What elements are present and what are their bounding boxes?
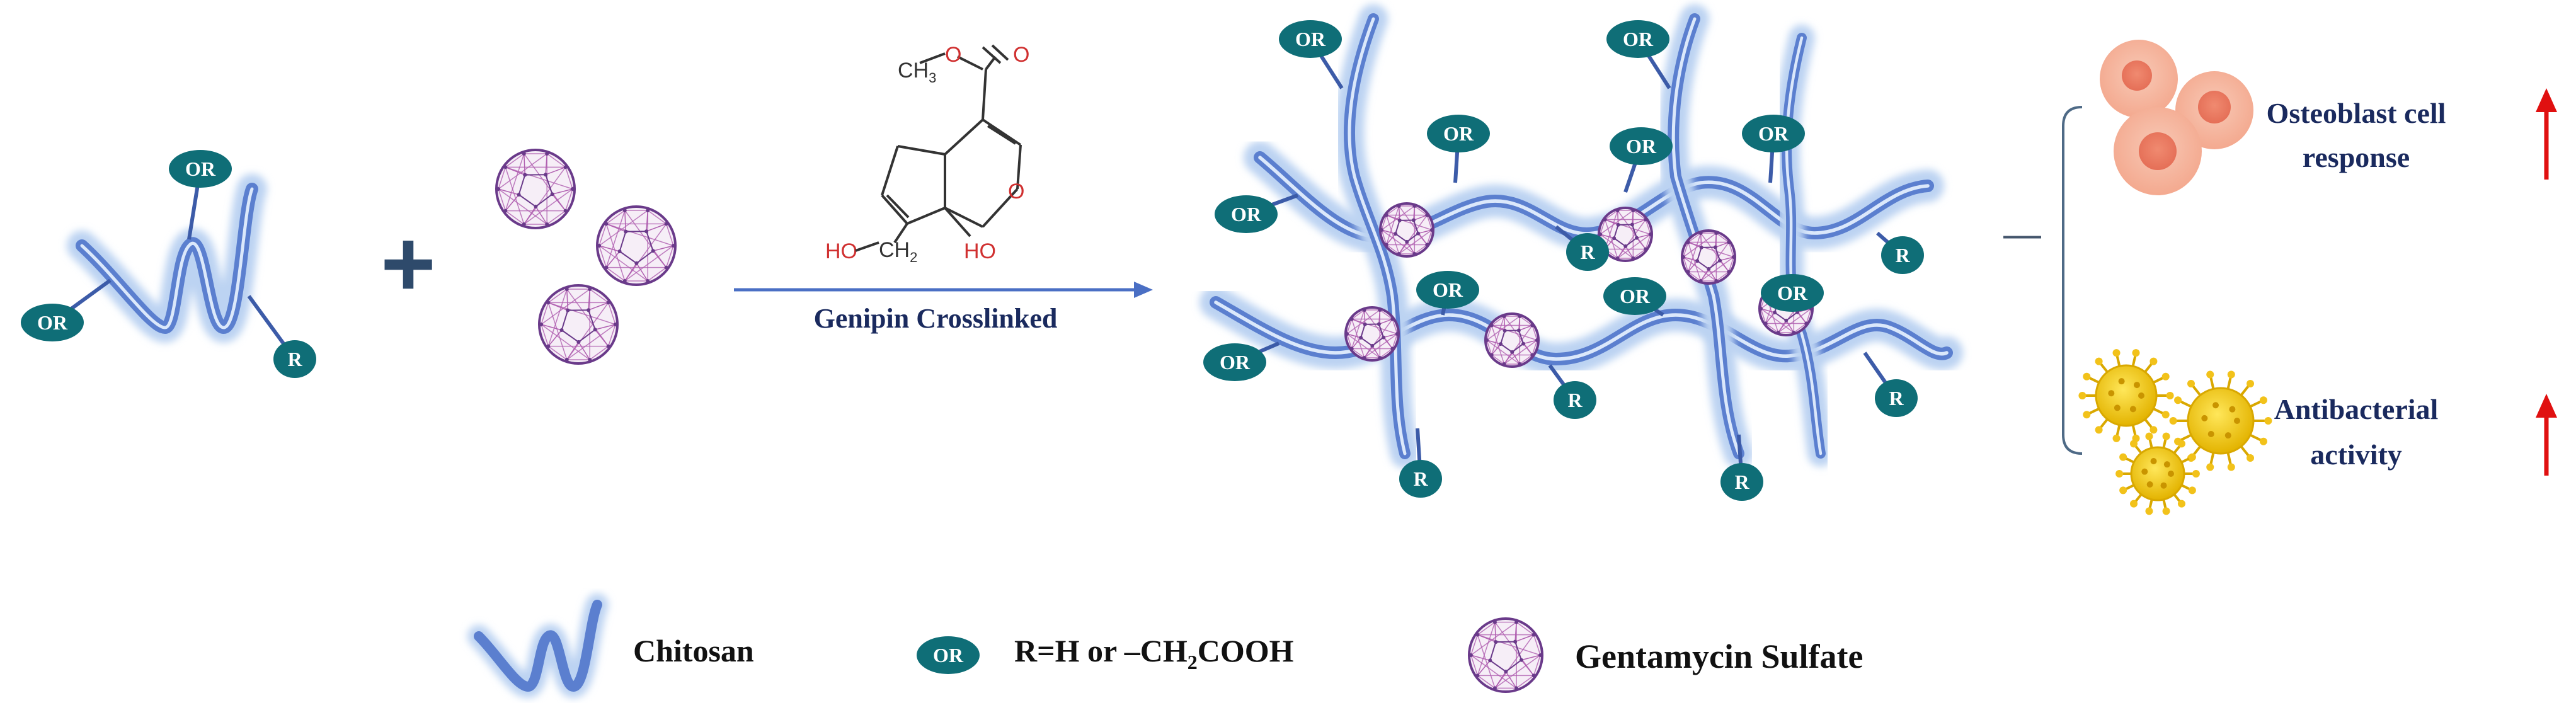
genipin-structure xyxy=(881,44,1022,244)
network-gentamycin-spheres xyxy=(1344,202,1814,368)
bacterium xyxy=(2115,432,2200,515)
legend-r-definition: R=H or –CH2COOH xyxy=(1014,633,1294,673)
or-group-badge: OR xyxy=(21,278,112,341)
genipin-ho-bottom: HO xyxy=(964,239,996,263)
gentamycin-sphere xyxy=(1344,306,1400,362)
osteoblast-label-line2: response xyxy=(2303,141,2410,173)
group-label: OR xyxy=(1777,282,1808,304)
group-label: OR xyxy=(1231,203,1262,226)
group-label: R xyxy=(1889,387,1904,409)
r-group-badge: R xyxy=(1555,225,1609,271)
group-label: R xyxy=(1413,467,1428,490)
antibacterial-label-line1: Antibacterial xyxy=(2274,393,2439,425)
genipin-ring-oxygen: O xyxy=(1008,180,1024,203)
group-label: OR xyxy=(1220,351,1251,374)
group-label: R xyxy=(1895,244,1910,266)
r-group-badge: R xyxy=(247,295,316,378)
plus-sign: + xyxy=(381,210,436,316)
gentamycin-sphere xyxy=(1598,207,1653,262)
bacterium xyxy=(2169,370,2272,471)
network-substituents: OR OR OR OR OR OR R R OR OR OR OR R R R R xyxy=(1203,20,1924,501)
reaction-label: Genipin Crosslinked xyxy=(814,303,1058,334)
genipin-ho-left: HO xyxy=(825,239,857,263)
up-arrow-icon xyxy=(2536,88,2557,180)
r-group-badge: R xyxy=(1548,364,1596,419)
group-label: R xyxy=(287,348,302,370)
group-label: OR xyxy=(1443,122,1474,145)
group-label: R xyxy=(1567,389,1583,411)
r-group-badge: R xyxy=(1720,434,1763,501)
gentamycin-sphere xyxy=(1468,617,1543,693)
gentamycin-sphere xyxy=(1379,202,1434,258)
genipin-carbonyl-oxygen: O xyxy=(1013,43,1029,67)
group-label: OR xyxy=(1758,122,1789,145)
genipin-ch2-bond xyxy=(855,241,879,252)
group-label: R xyxy=(1734,471,1749,493)
antibacterial-label-line2: activity xyxy=(2310,438,2402,471)
gentamycin-sphere xyxy=(1681,229,1736,285)
group-label: OR xyxy=(1620,285,1651,307)
or-group-badge: OR xyxy=(1761,274,1824,312)
group-label: OR xyxy=(37,311,68,334)
r-group-badge: R xyxy=(1876,231,1924,274)
group-label: OR xyxy=(933,644,964,666)
or-group-badge: OR xyxy=(1603,277,1666,317)
chitosan-chain xyxy=(1199,286,1963,375)
or-group-badge: OR xyxy=(1215,193,1299,233)
group-label: OR xyxy=(1623,28,1654,50)
gentamycin-sphere xyxy=(495,149,576,229)
osteoblast-label-line1: Osteoblast cell xyxy=(2267,97,2446,129)
r-group-badge: R xyxy=(1399,428,1442,498)
group-label: OR xyxy=(185,157,216,180)
or-group-badge: OR xyxy=(1606,20,1671,89)
bacteria-icon xyxy=(2078,349,2272,515)
genipin-ester-oxygen: O xyxy=(945,43,961,67)
group-label: OR xyxy=(1295,28,1326,50)
legend-chitosan-icon xyxy=(467,593,609,699)
legend-gentamycin-label: Gentamycin Sulfate xyxy=(1575,638,1863,675)
gentamycin-sphere xyxy=(1484,312,1540,368)
chitosan-strand-left xyxy=(67,174,267,343)
outcome-dash: — xyxy=(2003,213,2041,255)
or-group-badge: OR xyxy=(1610,127,1673,193)
legend-chitosan-label: Chitosan xyxy=(633,633,754,668)
bacterium xyxy=(2078,349,2174,442)
r-group-badge: R xyxy=(1863,352,1918,417)
or-group-badge: OR xyxy=(1203,341,1280,381)
or-group-badge: OR xyxy=(1416,271,1479,316)
genipin-ch2-label: CH2 xyxy=(879,238,917,265)
osteoblast-cells-icon xyxy=(2100,40,2253,195)
chitosan-chain xyxy=(1334,4,1420,469)
genipin-ch3-label: CH3 xyxy=(898,59,936,86)
or-group-badge: OR xyxy=(1742,115,1805,183)
outcome-bracket xyxy=(2062,106,2083,455)
reaction-arrow xyxy=(734,282,1153,298)
group-label: OR xyxy=(1626,135,1657,157)
group-label: R xyxy=(1580,241,1595,263)
group-label: OR xyxy=(1433,278,1463,301)
or-group-badge: OR xyxy=(1427,115,1490,183)
free-gentamycin-spheres xyxy=(495,149,677,365)
or-group-badge: OR xyxy=(1279,20,1344,89)
or-group-badge: OR xyxy=(169,150,232,240)
gentamycin-sphere xyxy=(538,284,619,365)
up-arrow-icon xyxy=(2536,394,2557,476)
chitosan-chain xyxy=(1773,25,1834,467)
or-group-badge: OR xyxy=(917,636,980,674)
gentamycin-sphere xyxy=(596,205,677,286)
